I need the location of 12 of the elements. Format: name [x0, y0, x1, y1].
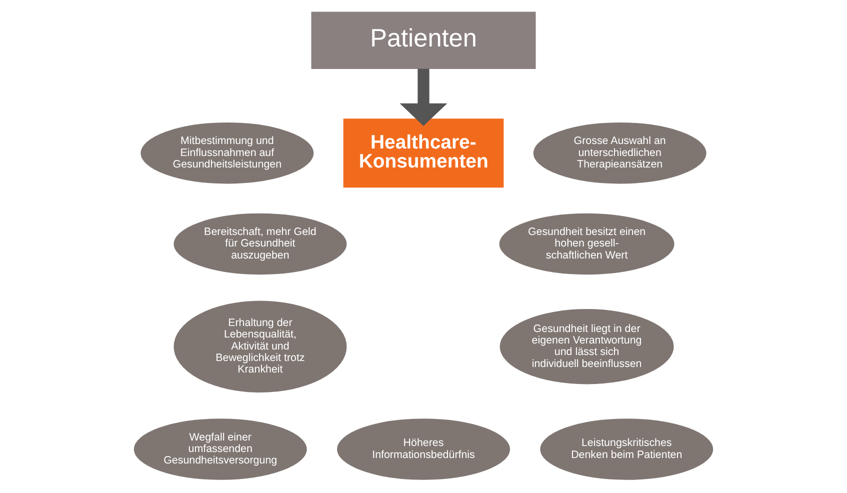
node-box: Healthcare-Konsumenten	[342, 118, 505, 189]
node-ellipse: Mitbestimmung und Einflussnahmen auf Gesundheitsleistungen	[138, 120, 316, 186]
node-box: Patienten	[311, 12, 536, 70]
node-ellipse: Höheres Informationsbedürfnis	[335, 416, 512, 482]
node-ellipse: Wegfall einer umfassenden Gesundheitsversorgung	[132, 416, 309, 482]
node-ellipse: Leistungskritisches Denken beim Patienten	[538, 416, 716, 482]
node-ellipse: Gesundheit liegt in der eigenen Verantwortung und lässt sich individuell beeinflussen	[498, 307, 676, 386]
node-ellipse: Gesundheit besitzt einen hohen gesell-schaftlichen Wert	[497, 211, 676, 277]
node-ellipse: Grosse Auswahl an unterschiedlichen Therapieansätzen	[531, 120, 708, 186]
arrow	[400, 68, 448, 126]
node-ellipse: Bereitschaft, mehr Geld für Gesundheit auszugeben	[172, 211, 349, 277]
node-ellipse: Erhaltung der Lebensqualität, Aktivität und Beweglichkeit trotz Krankheit	[172, 298, 349, 394]
